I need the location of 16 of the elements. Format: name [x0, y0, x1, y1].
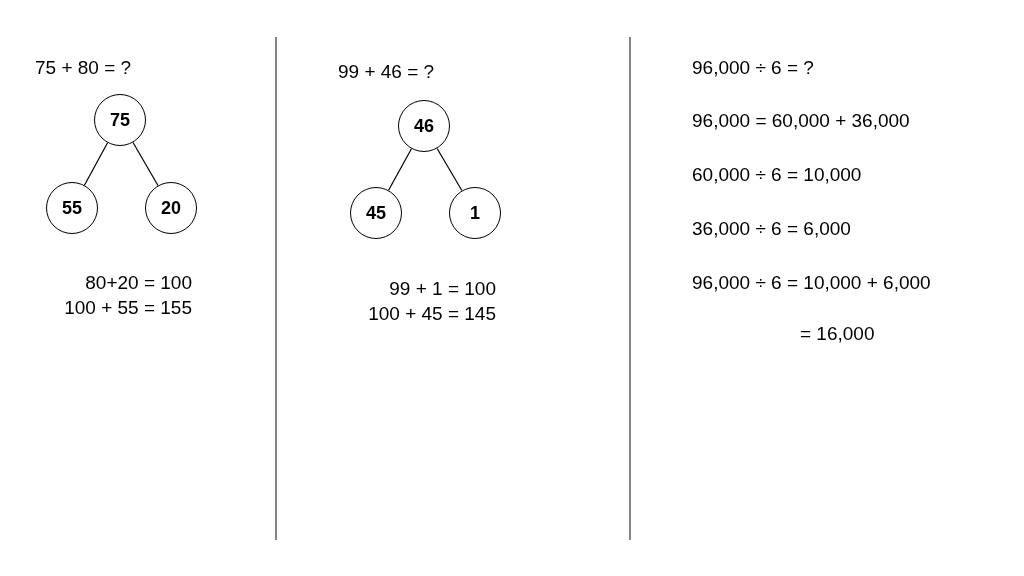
equation-text: 99 + 46 = ? — [338, 61, 435, 83]
equation-text: 96,000 ÷ 6 = 10,000 + 6,000 — [692, 272, 931, 294]
equation-text: 96,000 ÷ 6 = ? — [692, 57, 814, 79]
equation-text: 100 + 55 = 155 — [64, 297, 192, 319]
equation-text: = 16,000 — [800, 323, 875, 345]
equation-text: 60,000 ÷ 6 = 10,000 — [692, 164, 862, 186]
equation-text: 100 + 45 = 145 — [368, 303, 496, 325]
equation-text: 36,000 ÷ 6 = 6,000 — [692, 218, 851, 240]
connector-line — [436, 147, 463, 192]
equation-text: 96,000 = 60,000 + 36,000 — [692, 110, 910, 132]
connector-line — [83, 142, 109, 186]
connector-line — [132, 141, 159, 187]
equation-text: 99 + 1 = 100 — [389, 278, 496, 300]
equation-text: 75 + 80 = ? — [35, 57, 132, 79]
connector-line — [387, 148, 413, 191]
equation-text: 80+20 = 100 — [85, 272, 192, 294]
